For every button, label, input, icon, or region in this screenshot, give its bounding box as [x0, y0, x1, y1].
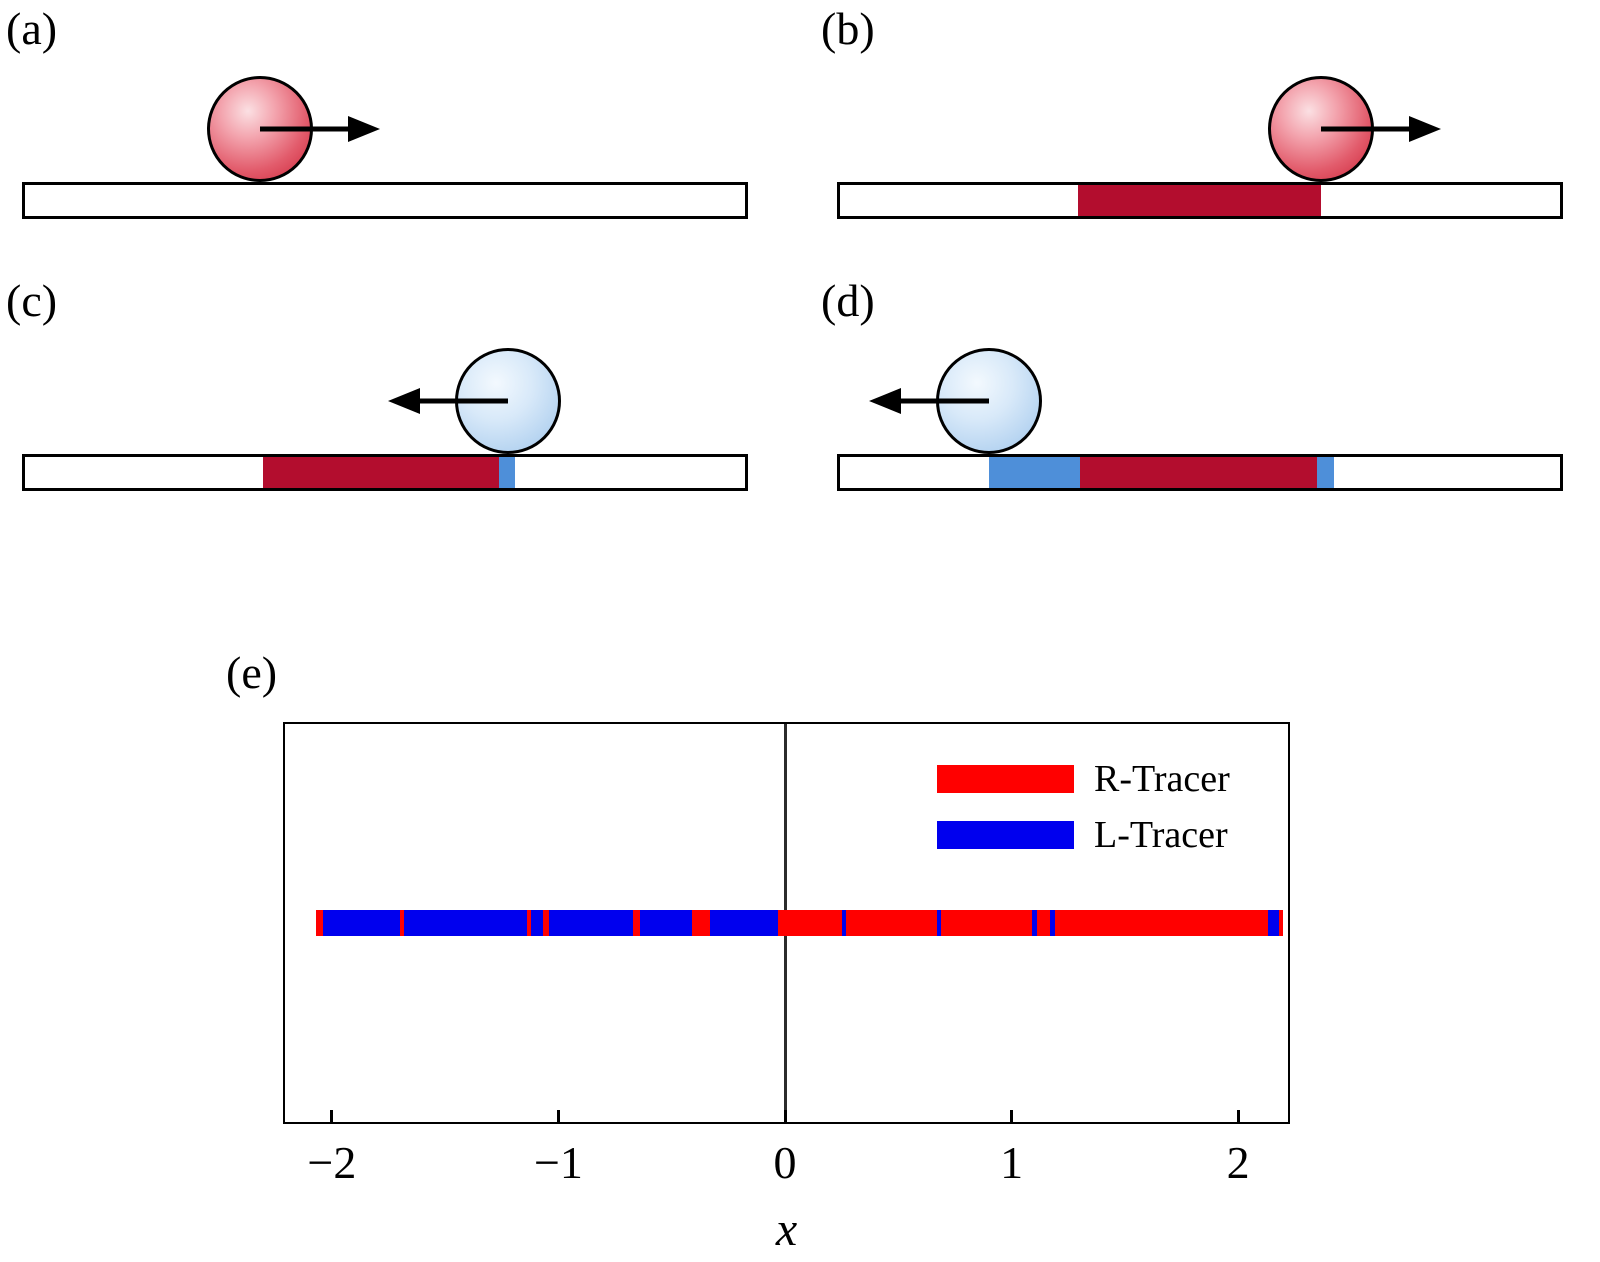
tracer-segment-l	[322, 910, 400, 936]
panel-d-track	[837, 454, 1563, 491]
x-tick-mark	[1010, 1110, 1014, 1122]
tracer-segment-l	[710, 910, 779, 936]
right-arrow-icon	[1320, 116, 1441, 142]
track-segment	[1317, 457, 1334, 488]
panel-a-label: (a)	[6, 3, 58, 54]
plot-area: R-Tracer L-Tracer −2 −1 0 1 2 x	[283, 722, 1290, 1256]
tracer-segment-l	[549, 910, 634, 936]
tracer-segment-l	[841, 910, 847, 936]
legend-swatch-r-tracer	[937, 765, 1074, 793]
legend: R-Tracer L-Tracer	[937, 760, 1230, 872]
x-tick-label: 2	[1226, 1137, 1250, 1188]
track-segment	[989, 457, 1081, 488]
x-tick-mark	[1236, 1110, 1240, 1122]
panel-c-track	[22, 454, 748, 491]
tracer-segment-r	[1054, 910, 1268, 936]
tracer-segment-r	[633, 910, 641, 936]
legend-item-l-tracer: L-Tracer	[937, 816, 1230, 854]
tracer-segment-r	[1036, 910, 1051, 936]
x-tick-label: 1	[1000, 1137, 1024, 1188]
x-tick-label: −2	[307, 1137, 357, 1188]
tracer-segment-l	[531, 910, 543, 936]
tracer-segment-l	[936, 910, 942, 936]
x-tick-mark	[556, 1110, 560, 1122]
tracer-segment-r	[316, 910, 323, 936]
tracer-segment-r	[941, 910, 1032, 936]
tracer-segment-r	[778, 910, 842, 936]
panel-d: (d)	[815, 275, 1600, 546]
track-segment	[1080, 457, 1318, 488]
panel-a-track	[22, 182, 748, 219]
x-tick-mark	[330, 1110, 334, 1122]
panel-a: (a)	[0, 3, 790, 274]
panel-c-label: (c)	[6, 275, 58, 326]
tracer-bar	[316, 910, 1284, 936]
panel-c: (c)	[0, 275, 790, 546]
track-segment	[262, 457, 499, 488]
left-arrow-icon	[387, 388, 508, 414]
left-arrow-icon	[869, 388, 990, 414]
x-tick-mark	[783, 1110, 787, 1122]
track-segment	[498, 457, 516, 488]
panel-b-track	[837, 182, 1563, 219]
legend-item-r-tracer: R-Tracer	[937, 760, 1230, 798]
tracer-segment-l	[1050, 910, 1055, 936]
panel-d-label: (d)	[821, 275, 875, 326]
tracer-segment-r	[1278, 910, 1284, 936]
legend-label-l-tracer: L-Tracer	[1094, 814, 1228, 856]
tracer-segment-l	[404, 910, 527, 936]
panel-b-label: (b)	[821, 3, 875, 54]
legend-label-r-tracer: R-Tracer	[1094, 758, 1230, 800]
tracer-segment-r	[692, 910, 711, 936]
tracer-segment-r	[526, 910, 532, 936]
panel-e-label: (e)	[226, 647, 278, 698]
right-arrow-icon	[260, 116, 381, 142]
tracer-segment-r	[399, 910, 405, 936]
tracer-segment-l	[640, 910, 693, 936]
tracer-segment-r	[846, 910, 937, 936]
legend-swatch-l-tracer	[937, 821, 1074, 849]
track-segment	[1078, 185, 1321, 216]
x-tick-label: 0	[773, 1137, 797, 1188]
tracer-segment-r	[542, 910, 550, 936]
x-tick-label: −1	[533, 1137, 583, 1188]
tracer-segment-l	[1267, 910, 1279, 936]
panel-b: (b)	[815, 3, 1600, 274]
tracer-segment-l	[1031, 910, 1037, 936]
x-axis-label: x	[775, 1203, 798, 1256]
